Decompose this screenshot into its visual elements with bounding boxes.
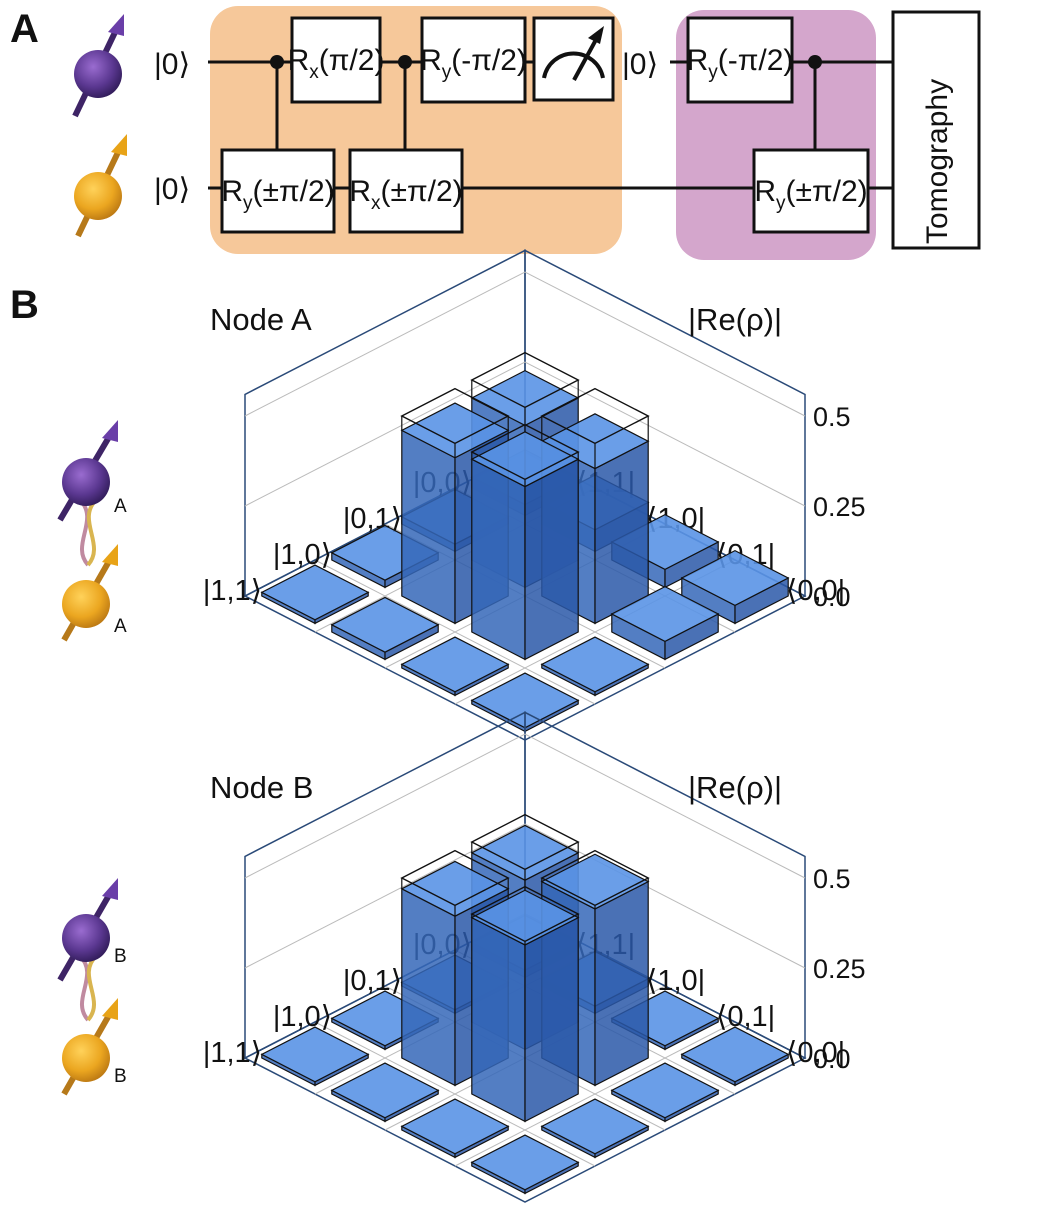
- gate-label: Ry(±π/2): [754, 175, 867, 214]
- ket-top: |0⟩: [154, 48, 190, 81]
- z-gridline: [244, 361, 806, 507]
- panel-a: A: [10, 6, 981, 260]
- z-gridline: [244, 823, 806, 969]
- z-tick-label: 0.5: [813, 864, 851, 894]
- purple-spin-icon: [72, 14, 124, 118]
- row-tick-label: |1,0⟩: [273, 1001, 332, 1033]
- floor-gridline: [314, 1021, 596, 1167]
- z-tick-label: 0.25: [813, 492, 866, 522]
- entangled-spins-b-icon: [57, 878, 118, 1096]
- col-tick-label: ⟨0,0|: [786, 575, 845, 607]
- spin-label-a-bottom: A: [114, 616, 127, 637]
- row-tick-label: |1,1⟩: [203, 575, 262, 607]
- row-tick-label: |1,1⟩: [203, 1037, 262, 1069]
- z-gridline: [244, 271, 806, 417]
- chart-back-wall-right: [524, 711, 806, 1060]
- bar: [540, 1098, 650, 1159]
- col-tick-label: ⟨0,0|: [786, 1037, 845, 1069]
- floor-gridline: [314, 559, 596, 705]
- z-axis-label: |Re(ρ)|: [688, 770, 782, 805]
- gate-box: Rx(π/2): [288, 16, 385, 104]
- z-gridline: [244, 733, 806, 879]
- bar: [610, 1062, 720, 1123]
- ideal-bar-outline: [470, 813, 580, 881]
- bar: [680, 549, 790, 625]
- col-tick-label: ⟨0,1|: [716, 1001, 775, 1033]
- tomography-label: Tomography: [921, 79, 954, 244]
- row-tick-label: |0,1⟩: [343, 965, 402, 997]
- bar: [680, 1026, 790, 1087]
- ideal-bar-outline: [470, 423, 580, 487]
- gate-label: Rx(π/2): [288, 44, 385, 83]
- floor-gridline: [454, 1021, 736, 1167]
- z-tick-label: 0.0: [813, 582, 851, 612]
- chart-title: Node B: [210, 770, 313, 805]
- spin-label-a-top: A: [114, 496, 127, 517]
- bar: [260, 1026, 370, 1087]
- panel-a-letter: A: [10, 7, 39, 51]
- bar: [260, 564, 370, 625]
- control-dot: [398, 55, 412, 69]
- bar: [330, 1062, 440, 1123]
- ket-mid: |0⟩: [622, 48, 658, 81]
- row-tick-label: |1,0⟩: [273, 539, 332, 571]
- ideal-bar-outline: [540, 387, 650, 469]
- z-axis-label: |Re(ρ)|: [688, 302, 782, 337]
- z-tick-label: 0.25: [813, 954, 866, 984]
- entangled-spins-a-icon: [57, 420, 118, 642]
- z-tick-label: 0.5: [813, 402, 851, 432]
- chart-title: Node A: [210, 302, 312, 337]
- bar: [470, 1134, 580, 1195]
- bar: [540, 636, 650, 697]
- measurement-meter-icon: [532, 16, 615, 102]
- gate-label: Rx(±π/2): [349, 175, 462, 214]
- orange-spin-icon: [74, 134, 127, 238]
- gate-box: Ry(±π/2): [752, 148, 870, 234]
- gate-label: Ry(-π/2): [420, 44, 527, 83]
- ideal-bar-outline: [400, 849, 510, 917]
- ideal-bar-outline: [400, 387, 510, 458]
- ideal-bar-outline: [540, 849, 650, 909]
- gate-box: Rx(±π/2): [348, 148, 464, 234]
- control-dot: [270, 55, 284, 69]
- spin-label-b-top: B: [114, 946, 127, 967]
- ideal-bar-outline: [470, 885, 580, 945]
- bar: [400, 636, 510, 697]
- bar: [330, 596, 440, 661]
- circuit-wires: [208, 60, 893, 190]
- gate-box: Ry(-π/2): [686, 16, 794, 104]
- control-dot: [808, 55, 822, 69]
- bar: [470, 431, 580, 661]
- panel-b-letter: B: [10, 283, 39, 327]
- col-tick-label: ⟨1,0|: [646, 965, 705, 997]
- tomography-box: [891, 10, 981, 250]
- z-tick-label: 0.0: [813, 1044, 851, 1074]
- gate-box: Ry(±π/2): [220, 148, 336, 234]
- gate-label: Ry(-π/2): [687, 44, 794, 83]
- ideal-bar-outline: [470, 351, 580, 426]
- bar: [470, 889, 580, 1123]
- bar: [610, 585, 720, 661]
- ket-bottom: |0⟩: [154, 173, 190, 206]
- bar: [400, 1098, 510, 1159]
- gate-box: Ry(-π/2): [420, 16, 527, 104]
- gate-label: Ry(±π/2): [221, 175, 334, 214]
- spin-label-b-bottom: B: [114, 1066, 127, 1087]
